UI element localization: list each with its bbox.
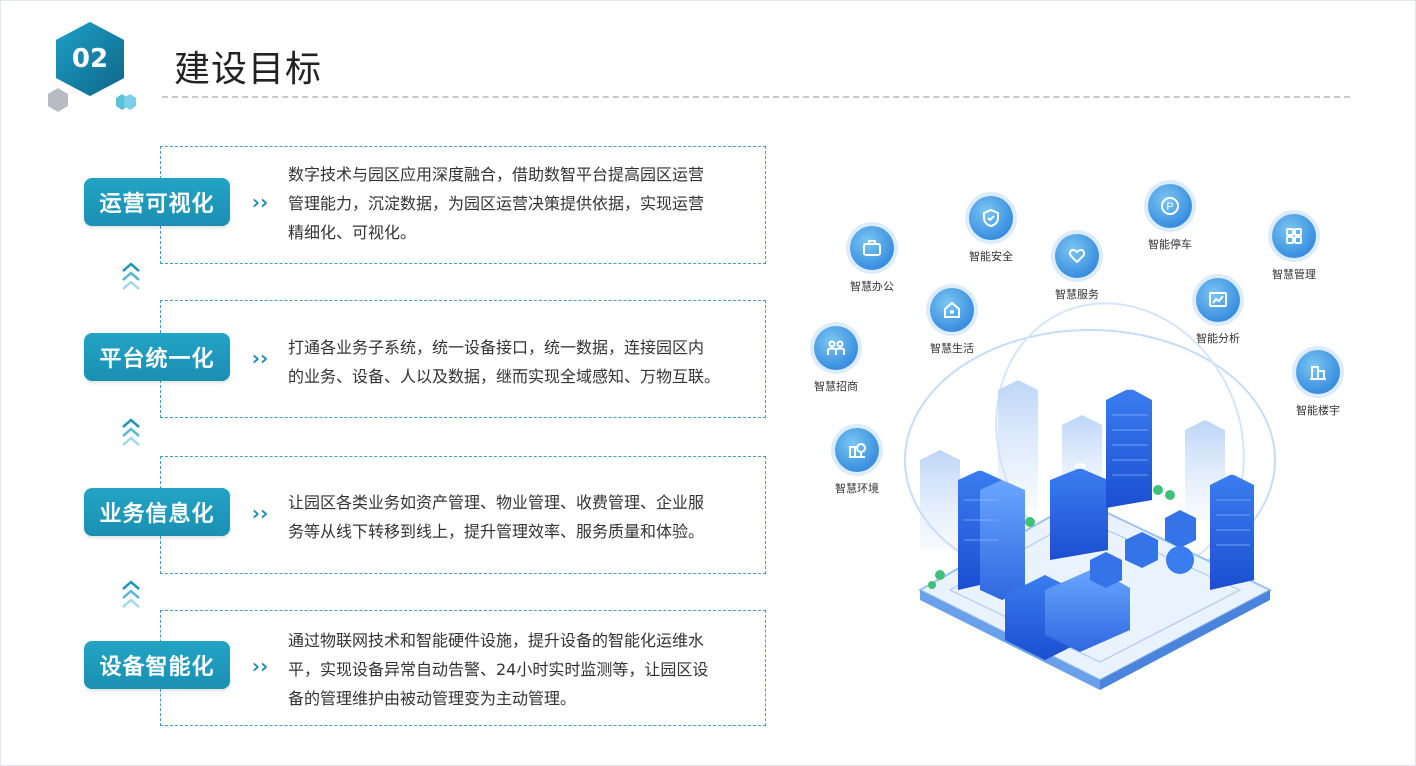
goal-description-3: 让园区各类业务如资产管理、物业管理、收费管理、企业服 务等从线下转移到线上，提升… [288,493,705,541]
home-heart-icon [930,288,974,332]
page-title: 建设目标 [174,49,323,90]
smart-park-illustration [904,302,1276,690]
goal-description-4: 通过物联网技术和智能硬件设施，提升设备的智能化运维水 平，实现设备异常自动告警、… [288,631,709,708]
triple-chevron-up-icon [122,418,140,446]
service-smart-building: 智能楼宇 [1273,350,1363,418]
service-smart-office: 智慧办公 [827,226,917,294]
service-smart-analysis: 智能分析 [1173,278,1263,346]
double-chevron-right-icon: ›› [251,501,269,525]
chart-icon [1196,278,1240,322]
double-chevron-right-icon: ›› [251,190,269,214]
title-divider [162,96,1350,98]
double-chevron-right-icon: ›› [251,346,269,370]
service-smart-investment: 智慧招商 [791,326,881,394]
grid-icon [1272,214,1316,258]
svg-text:P: P [1166,201,1173,213]
building-icon [1296,350,1340,394]
briefcase-icon [850,226,894,270]
parking-icon: P [1148,184,1192,228]
section-number: 02 [71,44,109,74]
goal-label-3: 业务信息化 [84,488,230,536]
goal-description-2: 打通各业务子系统，统一设备接口，统一数据，连接园区内 的业务、设备、人以及数据，… [288,338,721,386]
section-number-badge: 02 [36,18,156,118]
service-smart-security: 智能安全 [946,196,1036,264]
goal-label-4: 设备智能化 [84,641,230,689]
people-icon [814,326,858,370]
service-smart-service: 智慧服务 [1032,234,1122,302]
triple-chevron-up-icon [122,580,140,608]
triple-chevron-up-icon [122,262,140,290]
hexagon-badge-icon [48,22,136,112]
goal-label-1: 运营可视化 [84,178,230,226]
service-smart-management: 智慧管理 [1249,214,1339,282]
double-chevron-right-icon: ›› [251,654,269,678]
service-smart-parking: P 智能停车 [1125,184,1215,252]
heart-hand-icon [1055,234,1099,278]
tree-icon [835,428,879,472]
shield-icon [969,196,1013,240]
service-smart-living: 智慧生活 [907,288,997,356]
goal-label-2: 平台统一化 [84,333,230,381]
service-smart-environment: 智慧环境 [812,428,902,496]
goal-description-1: 数字技术与园区应用深度融合，借助数智平台提高园区运营 管理能力，沉淀数据，为园区… [288,165,705,242]
